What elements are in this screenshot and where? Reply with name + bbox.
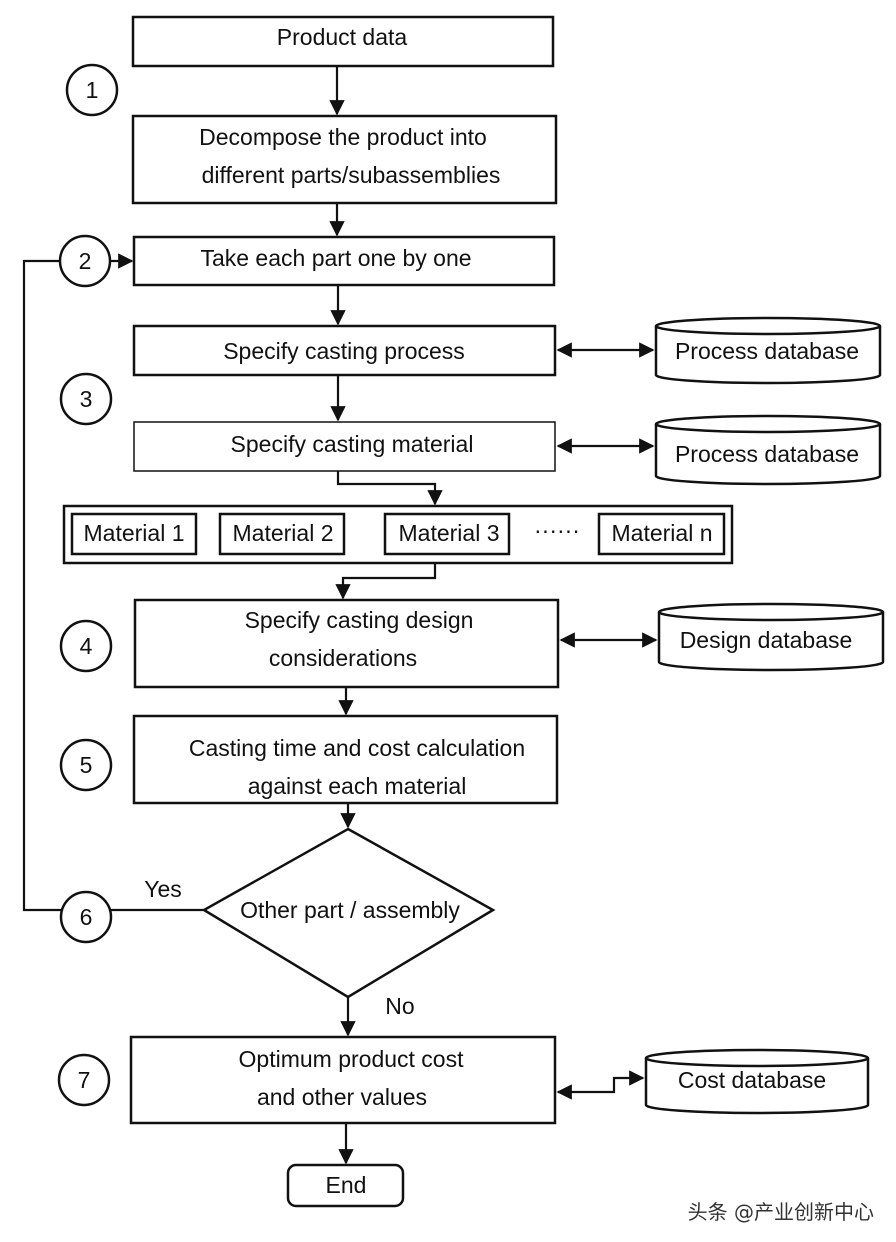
step-circle-3 xyxy=(59,372,113,426)
step-circle-4 xyxy=(59,619,113,673)
specify-process-box xyxy=(132,324,557,377)
decompose-label-line1: Decompose the product into xyxy=(199,124,487,150)
design-database-cylinder xyxy=(657,602,885,672)
material-3-box xyxy=(383,512,511,556)
optimum-label-line1: Optimum product cost xyxy=(239,1046,465,1072)
no-label: No xyxy=(385,993,414,1019)
optimum-label-line2: and other values xyxy=(257,1084,427,1110)
step-number-6: 6 xyxy=(80,904,93,930)
material-2-label: Material 2 xyxy=(233,520,334,546)
product-data-label: Product data xyxy=(277,24,408,50)
material-1-box xyxy=(70,512,198,556)
specify-material-box xyxy=(133,421,556,472)
watermark: 头条 @产业创新中心 xyxy=(688,1200,874,1224)
calculation-box xyxy=(132,714,559,805)
step-number-1: 1 xyxy=(86,77,99,103)
calc-label-line2: against each material xyxy=(248,773,467,799)
specify-material-label: Specify casting material xyxy=(231,431,474,457)
yes-loop-line xyxy=(22,259,61,912)
materials-container xyxy=(62,504,734,565)
step-circle-6 xyxy=(59,890,113,944)
materials-ellipsis: ······ xyxy=(534,517,580,543)
yes-label: Yes xyxy=(144,876,182,902)
process-database-2-cylinder xyxy=(654,414,882,486)
step-number-7: 7 xyxy=(78,1067,91,1093)
step-number-4: 4 xyxy=(80,633,93,659)
decision-label: Other part / assembly xyxy=(240,897,460,923)
cost-database-label: Cost database xyxy=(678,1067,826,1093)
step-number-2: 2 xyxy=(79,248,92,274)
take-each-box xyxy=(132,235,556,287)
cost-database-cylinder xyxy=(644,1048,870,1115)
material-3-label: Material 3 xyxy=(399,520,500,546)
material-1-label: Material 1 xyxy=(84,520,185,546)
take-each-label: Take each part one by one xyxy=(200,245,471,271)
design-label-line1: Specify casting design xyxy=(245,607,474,633)
process-database-2-label: Process database xyxy=(675,441,859,467)
step-number-3: 3 xyxy=(80,386,93,412)
design-label-line2: considerations xyxy=(269,645,417,671)
specify-process-label: Specify casting process xyxy=(223,338,465,364)
arrow-materials-to-design xyxy=(335,563,437,600)
step-circle-5 xyxy=(59,738,113,792)
step-circle-7 xyxy=(57,1053,111,1107)
end-label: End xyxy=(326,1172,367,1198)
material-n-label: Material n xyxy=(612,520,713,546)
decompose-box xyxy=(131,114,558,205)
material-2-box xyxy=(218,512,346,556)
end-terminator xyxy=(286,1163,405,1208)
optimum-box xyxy=(129,1035,557,1125)
decompose-label-line2: different parts/subassemblies xyxy=(202,162,501,188)
process-database-1-cylinder xyxy=(654,316,882,385)
design-database-label: Design database xyxy=(680,627,853,653)
step-circle-1 xyxy=(65,63,119,117)
step-number-5: 5 xyxy=(80,752,93,778)
calc-label-line1: Casting time and cost calculation xyxy=(189,735,525,761)
product-data-box xyxy=(131,15,555,68)
process-database-1-label: Process database xyxy=(675,338,859,364)
link-cost-db xyxy=(556,1070,645,1100)
material-n-box xyxy=(597,512,726,556)
arrow-material-to-materials xyxy=(336,471,443,506)
